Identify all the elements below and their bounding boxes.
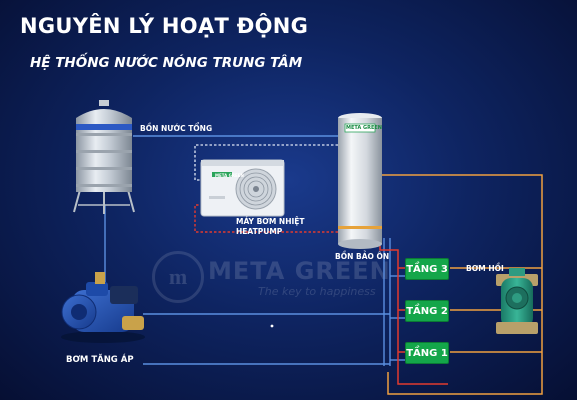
booster-pump-label: BƠM TĂNG ÁP [66,355,134,365]
return-pump-label: BƠM HỒI [466,264,504,273]
junction-dot [270,324,274,328]
heatpump-brand: META GREEN [215,173,244,178]
watermark-logo: m [152,251,204,303]
heatpump-cold-loop [194,144,338,181]
page-title: NGUYÊN LÝ HOẠT ĐỘNG [20,14,309,38]
watermark-name: META GREEN [208,257,391,285]
page-subtitle: HỆ THỐNG NƯỚC NÓNG TRUNG TÂM [30,55,303,71]
watermark-tagline: The key to happiness [258,285,376,298]
return-pipes [360,174,543,395]
return-pump [496,268,538,334]
floor-1-box: TẦNG 1 [405,342,449,364]
heatpump-unit [200,159,285,217]
floor-2-box: TẦNG 2 [405,300,449,322]
heatpump-label-line1: MÁY BƠM NHIỆT [236,217,305,226]
hot-pipes [379,246,448,385]
floor-3-box: TẦNG 3 [405,258,449,280]
booster-pump [61,272,145,343]
heatpump-label-line2: HEATPUMP [236,227,283,236]
main-water-tank [73,100,135,214]
main-tank-label: BỒN NƯỚC TỔNG [140,124,213,133]
cold-pipes [104,135,405,366]
storage-tank-label: BỒN BẢO ÔN [335,252,390,261]
storage-tank [338,113,382,249]
storage-tank-brand: META GREEN [346,125,382,131]
